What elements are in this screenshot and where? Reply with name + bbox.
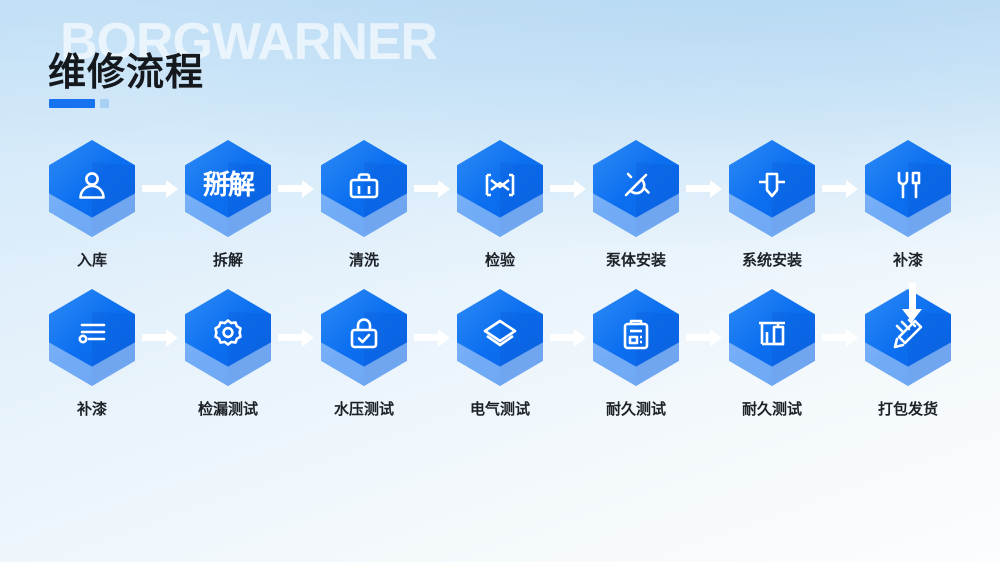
person-icon [49, 162, 135, 208]
step-hexagon [185, 289, 271, 386]
step-hexagon [49, 289, 135, 386]
plug-icon [593, 162, 679, 208]
step-hexagon [729, 289, 815, 386]
step-label: 水压测试 [333, 401, 394, 418]
step-buqi-row2[interactable]: 补漆 [46, 289, 138, 419]
arrow-right-icon [274, 289, 318, 386]
step-hexagon [457, 140, 543, 237]
arrow-right-icon [546, 289, 590, 386]
process-flow-row-1: 入库 掰解 拆解 [0, 140, 1000, 270]
inspection-frame-icon [457, 162, 543, 208]
step-label: 补漆 [76, 401, 107, 418]
title-underline-dot [100, 99, 109, 108]
arrow-down-icon [898, 283, 926, 329]
layers-icon [457, 311, 543, 357]
step-label: 打包发货 [877, 401, 938, 418]
step-label: 检验 [484, 252, 515, 269]
step-hexagon [49, 140, 135, 237]
step-hexagon [321, 140, 407, 237]
step-hexagon [865, 140, 951, 237]
step-label: 检漏测试 [197, 401, 258, 418]
arrow-right-icon [410, 289, 454, 386]
step-naijiu-ceshi-1[interactable]: 耐久测试 [590, 289, 682, 419]
step-jianyan[interactable]: 检验 [454, 140, 546, 270]
arrow-right-icon [682, 140, 726, 237]
step-qingxi[interactable]: 清洗 [318, 140, 410, 270]
step-hexagon: 掰解 [185, 140, 271, 237]
step-label: 拆解 [212, 252, 243, 269]
process-flow-row-2: 补漆 检漏测试 [0, 289, 1000, 419]
step-label: 泵体安装 [605, 252, 666, 269]
step-dianqi-ceshi[interactable]: 电气测试 [454, 289, 546, 419]
spray-tools-icon [865, 162, 951, 208]
step-label: 系统安装 [741, 252, 802, 269]
step-shuiya-ceshi[interactable]: 水压测试 [318, 289, 410, 419]
step-buqi-row1[interactable]: 补漆 [862, 140, 954, 270]
step-hexagon [593, 140, 679, 237]
step-label: 入库 [76, 252, 107, 269]
arrow-right-icon [546, 140, 590, 237]
step-bengti-anzhuang[interactable]: 泵体安装 [590, 140, 682, 270]
lock-check-icon [321, 311, 407, 357]
insert-down-arrow-icon [729, 162, 815, 208]
arrow-right-icon [274, 140, 318, 237]
title-underline-bar [49, 99, 95, 108]
step-label: 电气测试 [469, 401, 530, 418]
step-chaijie[interactable]: 掰解 拆解 [182, 140, 274, 270]
sliders-list-icon [49, 311, 135, 357]
step-label: 耐久测试 [741, 401, 802, 418]
arrow-right-icon [138, 289, 182, 386]
chaijie-glyph: 掰解 [203, 169, 255, 200]
chinese-text-chaijie-icon: 掰解 [185, 162, 271, 208]
arrow-right-icon [682, 289, 726, 386]
arrow-right-icon [138, 140, 182, 237]
process-flow: 入库 掰解 拆解 [0, 140, 1000, 419]
step-naijiu-ceshi-2[interactable]: 耐久测试 [726, 289, 818, 419]
step-hexagon [321, 289, 407, 386]
step-ruku[interactable]: 入库 [46, 140, 138, 270]
step-jianlou-ceshi[interactable]: 检漏测试 [182, 289, 274, 419]
clipboard-icon [593, 311, 679, 357]
step-hexagon [729, 140, 815, 237]
page-title: 维修流程 [48, 52, 205, 94]
arrow-right-icon [818, 289, 862, 386]
step-hexagon [457, 289, 543, 386]
arrow-right-icon [818, 140, 862, 237]
arrow-right-icon [410, 140, 454, 237]
step-label: 清洗 [348, 252, 379, 269]
watermark-text: BORGWARNER [60, 13, 438, 71]
step-label: 补漆 [892, 252, 923, 269]
step-label: 耐久测试 [605, 401, 666, 418]
gear-icon [185, 311, 271, 357]
step-hexagon [865, 289, 951, 386]
measure-gauge-icon [729, 311, 815, 357]
step-dabao-fahuo[interactable]: 打包发货 [862, 289, 954, 419]
step-xitong-anzhuang[interactable]: 系统安装 [726, 140, 818, 270]
step-hexagon [593, 289, 679, 386]
toolbox-icon [321, 162, 407, 208]
title-underline [49, 99, 109, 108]
